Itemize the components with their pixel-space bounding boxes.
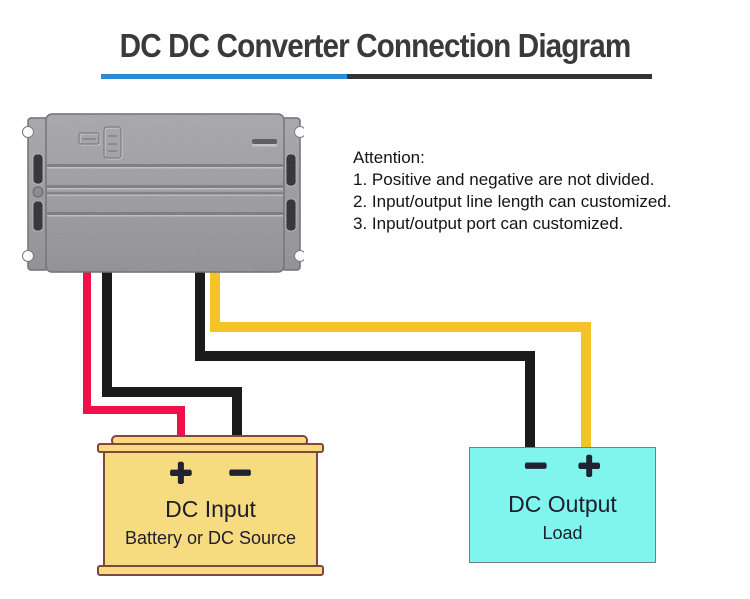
dc-output-title: DC Output — [508, 491, 617, 517]
battery-body: + − DC Input Battery or DC Source — [103, 451, 318, 567]
dc-dc-converter-device — [22, 113, 304, 273]
minus-icon: − — [228, 451, 252, 495]
attention-heading: Attention: — [353, 148, 425, 167]
plus-icon: + — [169, 451, 193, 495]
dc-output-subtitle: Load — [542, 523, 583, 543]
load-polarity-row: − + — [524, 444, 601, 488]
output-positive-wire — [210, 258, 591, 452]
page-title: DC DC Converter Connection Diagram — [119, 27, 632, 64]
underline-blue-segment — [101, 74, 347, 79]
dc-input-title: DC Input — [165, 496, 256, 522]
title-underline — [101, 74, 652, 79]
input-positive-wire — [83, 258, 185, 445]
battery-polarity-row: + − — [169, 451, 252, 495]
dc-output-load: − + DC Output Load — [469, 444, 656, 563]
dc-input-subtitle: Battery or DC Source — [124, 528, 297, 548]
output-negative-wire — [195, 258, 535, 452]
plus-icon: + — [577, 444, 601, 488]
minus-icon: − — [524, 444, 548, 488]
underline-dark-segment — [347, 74, 652, 79]
metal-texture — [28, 114, 300, 272]
attention-notes: Attention: 1. Positive and negative are … — [353, 147, 671, 235]
attention-item-1: 1. Positive and negative are not divided… — [353, 170, 655, 189]
attention-item-3: 3. Input/output port can customized. — [353, 214, 624, 233]
attention-item-2: 2. Input/output line length can customiz… — [353, 192, 672, 211]
input-negative-wire — [102, 258, 242, 448]
dc-input-battery: + − DC Input Battery or DC Source — [95, 434, 327, 579]
